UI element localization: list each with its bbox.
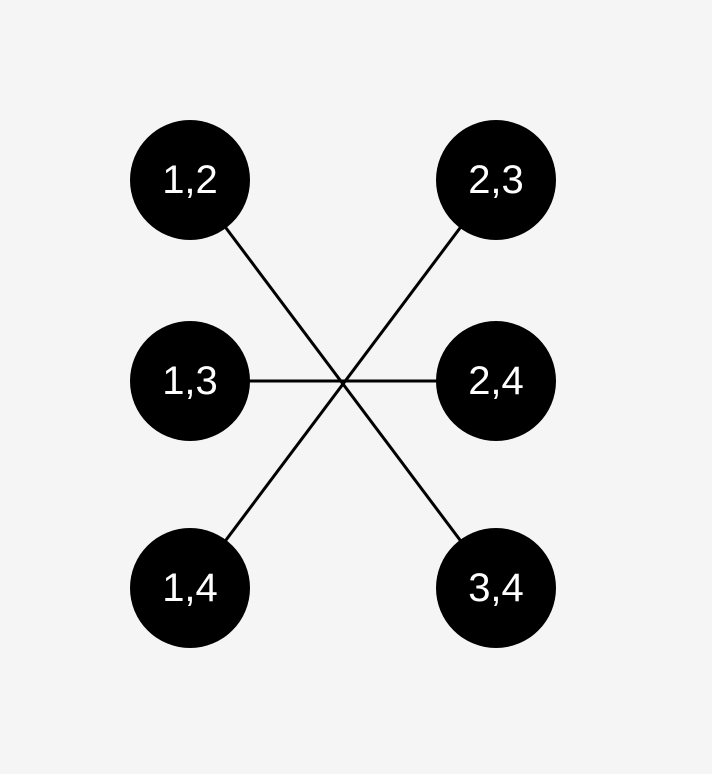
- node-label: 2,3: [468, 158, 524, 202]
- node-label: 1,4: [162, 566, 218, 610]
- node-circle: [436, 120, 556, 240]
- node-label: 3,4: [468, 566, 524, 610]
- node-layer: 1,2 2,3 1,3 2,4 1,4 3,4: [130, 120, 556, 648]
- node-n24: 2,4: [436, 321, 556, 441]
- node-n12: 1,2: [130, 120, 250, 240]
- node-n13: 1,3: [130, 321, 250, 441]
- node-label: 1,2: [162, 158, 218, 202]
- node-circle: [436, 528, 556, 648]
- node-n23: 2,3: [436, 120, 556, 240]
- node-label: 1,3: [162, 359, 218, 403]
- node-circle: [130, 528, 250, 648]
- node-circle: [436, 321, 556, 441]
- edge-n14-n23: [188, 179, 498, 589]
- node-circle: [130, 321, 250, 441]
- node-n34: 3,4: [436, 528, 556, 648]
- node-n14: 1,4: [130, 528, 250, 648]
- node-circle: [130, 120, 250, 240]
- node-label: 2,4: [468, 359, 524, 403]
